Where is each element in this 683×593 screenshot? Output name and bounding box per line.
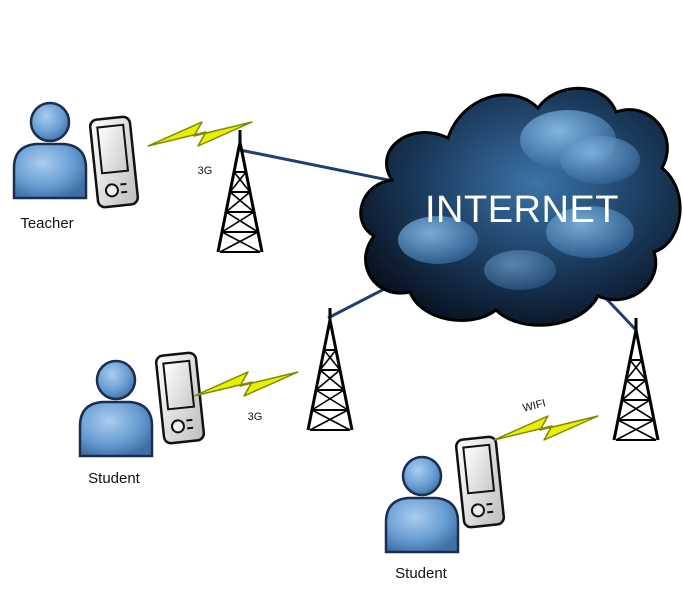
student-left-3g-signal-icon: [193, 371, 299, 397]
student-left-label: Student: [88, 470, 141, 487]
wire-teacher-tower-to-cloud: [239, 148, 399, 184]
student-right-cell-tower-icon: [612, 316, 660, 442]
teacher-phone-icon: [88, 114, 140, 210]
cloud-puff: [398, 216, 478, 264]
student-left-cell-tower-icon: [306, 306, 354, 432]
student-right-person-icon: [384, 455, 460, 554]
internet-label: INTERNET: [425, 189, 619, 231]
teacher-3g-signal-icon: [147, 121, 253, 147]
cloud-puff: [546, 206, 634, 258]
teacher-label: Teacher: [20, 215, 73, 232]
student-right-wifi-label: WIFI: [522, 397, 547, 414]
student-left-3g-label: 3G: [248, 411, 263, 423]
student-left-phone-icon: [154, 350, 206, 446]
student-right-phone-icon: [454, 434, 506, 530]
teacher-cell-tower-icon: [216, 128, 264, 254]
cloud-puff: [484, 250, 556, 290]
student-left-person-icon: [78, 359, 154, 458]
teacher-3g-label: 3G: [198, 165, 213, 177]
cloud-puff: [560, 136, 640, 184]
student-right-label: Student: [395, 565, 448, 582]
student-right-wifi-signal-icon: [493, 415, 599, 441]
teacher-person-icon: [12, 101, 88, 200]
internet-cloud: INTERNET: [359, 86, 682, 327]
